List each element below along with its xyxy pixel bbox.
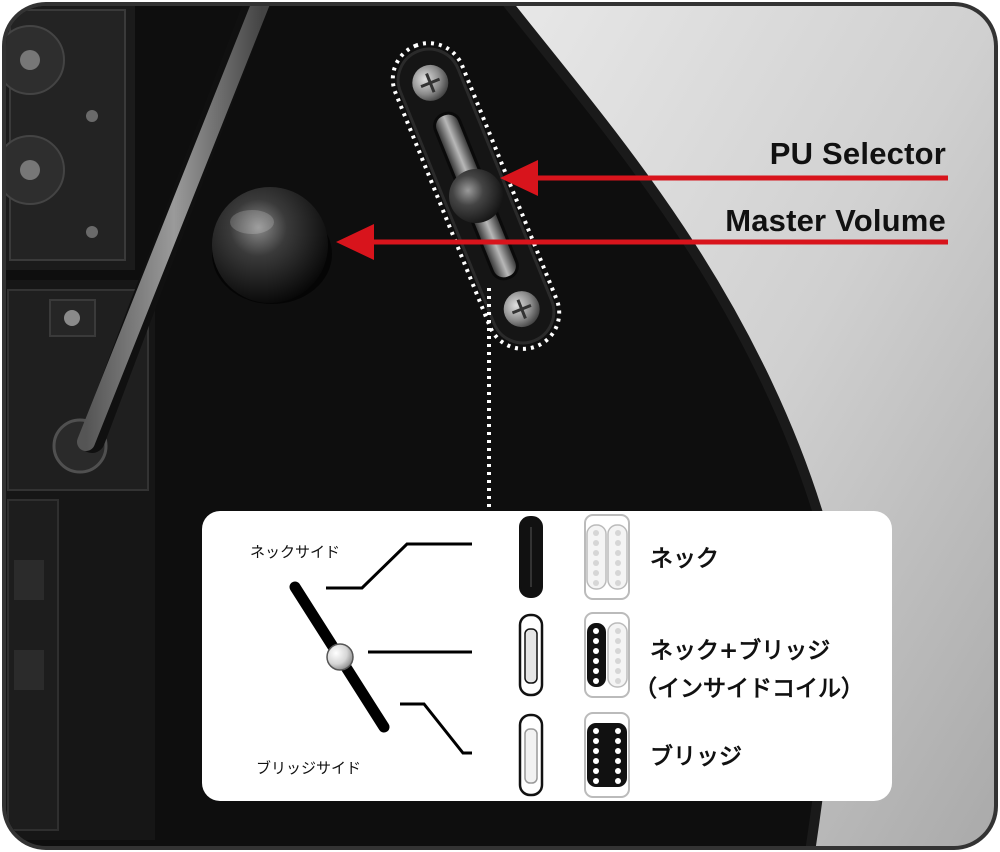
humbucker-icon-bridge — [584, 712, 630, 798]
position-label-neck: ネック — [650, 546, 719, 572]
pu-selector-switch — [390, 41, 562, 351]
legend-graphics — [289, 514, 630, 798]
singlecoil-icon-bridge — [518, 713, 544, 797]
singlecoil-icon-middle — [518, 613, 544, 697]
singlecoil-icon-neck — [519, 516, 543, 598]
humbucker-icon-neck — [584, 514, 630, 600]
selector-dotted-outline — [390, 41, 562, 351]
pu-selector-arrow — [500, 160, 948, 196]
master-volume-knob — [212, 187, 332, 304]
position-sublabel-inside-coil: （インサイドコイル） — [634, 676, 864, 702]
bridge-side-label: ブリッジサイド — [256, 759, 362, 777]
selector-tip — [449, 169, 503, 223]
master-volume-arrow — [336, 224, 948, 260]
position-label-neck-bridge: ネック+ブリッジ — [650, 638, 831, 664]
neck-side-label: ネックサイド — [250, 543, 341, 561]
selector-positions-legend: ネックサイド ブリッジサイド ネック ネック+ブリッジ （インサイドコイル） ブ… — [202, 511, 892, 801]
humbucker-icon-middle — [584, 612, 630, 698]
master-volume-label: Master Volume — [725, 203, 946, 238]
tremolo-arm — [77, 6, 271, 451]
pu-selector-label: PU Selector — [769, 136, 946, 171]
leader-line-bridge — [400, 702, 472, 755]
position-label-bridge: ブリッジ — [650, 744, 742, 770]
bridge-hardware — [6, 6, 155, 840]
leader-line-neck — [326, 542, 472, 590]
switch-pivot-ball — [326, 643, 354, 671]
